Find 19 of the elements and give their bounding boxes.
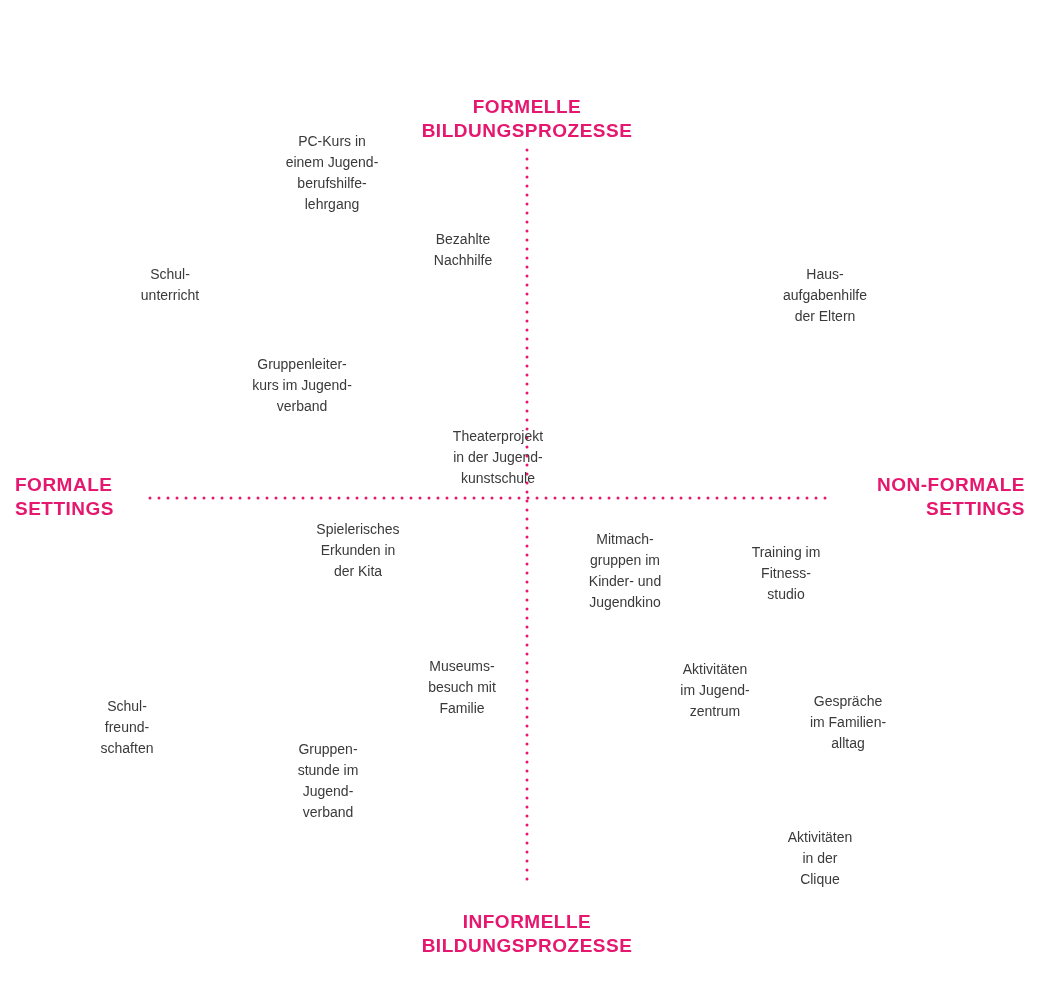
example-label: Museums- besuch mit Familie: [427, 657, 497, 718]
example-label: PC-Kurs in einem Jugend- berufshilfe- lehrgang: [284, 132, 380, 214]
example-label: Haus- aufgabenhilfe der Eltern: [781, 265, 869, 326]
example-label: Aktivitäten in der Clique: [786, 828, 854, 889]
axis-label: FORMALE SETTINGS: [15, 473, 115, 521]
example-label: Gruppenleiter- kurs im Jugend- verband: [251, 355, 353, 416]
example-label: Mitmach- gruppen im Kinder- und Jugendkino: [587, 530, 663, 612]
example-label: Gruppen- stunde im Jugend- verband: [296, 740, 360, 822]
example-label: Aktivitäten im Jugend- zentrum: [679, 660, 751, 721]
example-label: Gespräche im Familien- alltag: [808, 692, 888, 753]
example-label: Spielerisches Erkunden in der Kita: [315, 520, 401, 581]
example-label: Bezahlte Nachhilfe: [432, 230, 494, 270]
example-label: Schul- freund- schaften: [99, 697, 155, 758]
axis-label: FORMELLE BILDUNGSPROZESSE: [420, 95, 634, 143]
axis-label: INFORMELLE BILDUNGSPROZESSE: [420, 910, 634, 958]
example-label: Training im Fitness- studio: [751, 543, 821, 604]
example-label: Schul- unterricht: [139, 265, 201, 305]
axis-label: NON-FORMALE SETTINGS: [876, 473, 1025, 521]
example-label: Theaterprojekt in der Jugend- kunstschule: [451, 427, 545, 488]
